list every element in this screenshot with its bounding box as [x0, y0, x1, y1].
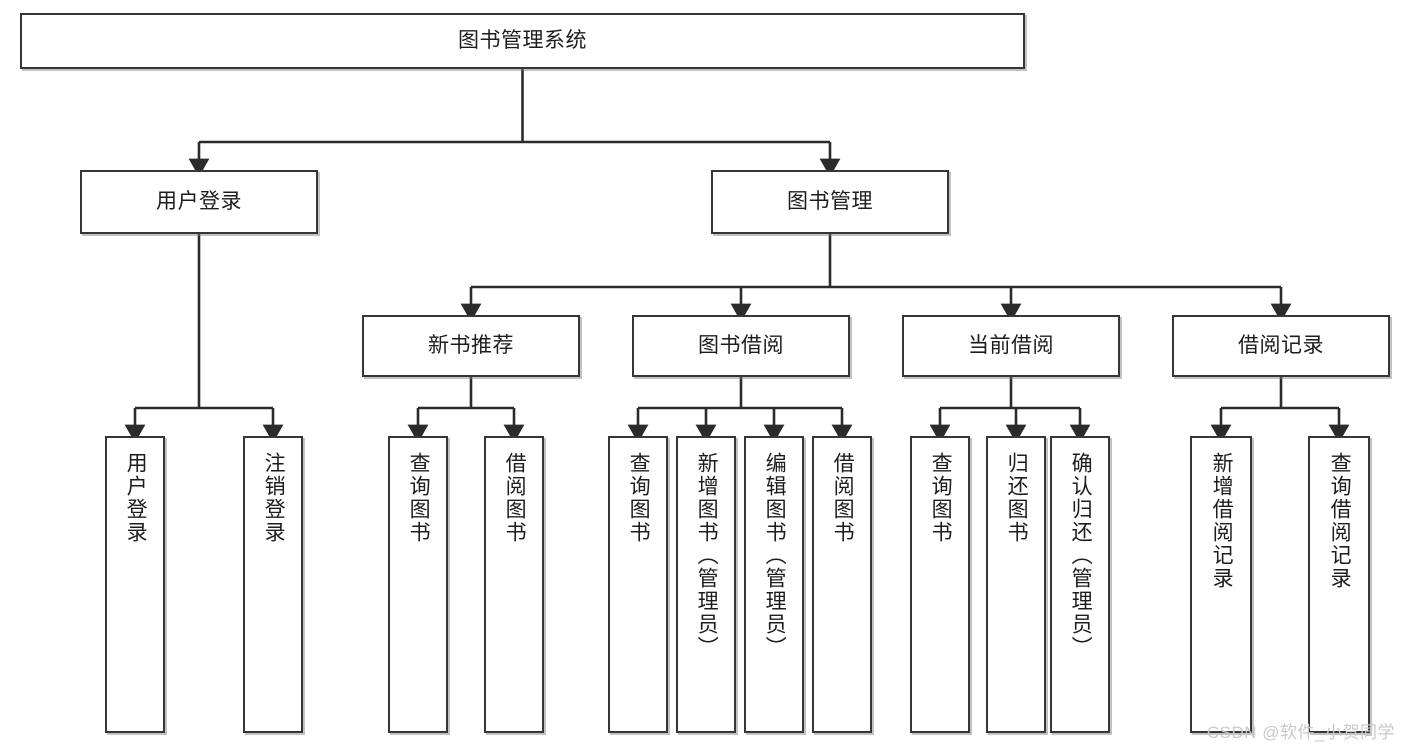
node-borrow-record[interactable]: 借阅记录 — [1172, 315, 1390, 377]
node-label: 借阅记录 — [1238, 334, 1324, 358]
node-current-borrow[interactable]: 当前借阅 — [902, 315, 1120, 377]
node-book-manage[interactable]: 图书管理 — [711, 170, 949, 234]
node-leaf-borrow-book-1[interactable]: 借阅图书 — [484, 436, 544, 733]
node-label: 图书管理 — [787, 190, 873, 214]
node-leaf-edit-book[interactable]: 编辑图书（管理员） — [744, 436, 804, 733]
node-label: 编辑图书（管理员） — [763, 452, 787, 659]
node-label: 图书借阅 — [698, 334, 784, 358]
node-label: 查询图书 — [407, 452, 431, 544]
node-leaf-user-login[interactable]: 用户登录 — [105, 436, 165, 733]
node-leaf-add-book[interactable]: 新增图书（管理员） — [676, 436, 736, 733]
node-label: 新书推荐 — [428, 334, 514, 358]
node-user-login[interactable]: 用户登录 — [80, 170, 318, 234]
node-leaf-confirm-return[interactable]: 确认归还（管理员） — [1050, 436, 1110, 733]
node-leaf-query-record[interactable]: 查询借阅记录 — [1308, 436, 1370, 733]
node-label: 借阅图书 — [831, 452, 855, 544]
node-label: 新增借阅记录 — [1210, 452, 1234, 590]
node-label: 确认归还（管理员） — [1069, 452, 1093, 659]
node-label: 归还图书 — [1005, 452, 1029, 544]
node-label: 新增图书（管理员） — [695, 452, 719, 659]
node-book-borrow[interactable]: 图书借阅 — [632, 315, 850, 377]
node-leaf-query-book-1[interactable]: 查询图书 — [388, 436, 448, 733]
node-label: 图书管理系统 — [458, 29, 587, 53]
node-label: 用户登录 — [156, 190, 242, 214]
node-label: 借阅图书 — [503, 452, 527, 544]
node-leaf-return-book[interactable]: 归还图书 — [986, 436, 1046, 733]
node-label: 用户登录 — [124, 452, 148, 544]
node-label: 查询借阅记录 — [1328, 452, 1352, 590]
node-leaf-add-record[interactable]: 新增借阅记录 — [1190, 436, 1252, 733]
node-leaf-logout[interactable]: 注销登录 — [243, 436, 303, 733]
node-leaf-query-book-2[interactable]: 查询图书 — [608, 436, 668, 733]
node-label: 注销登录 — [262, 452, 286, 544]
node-label: 查询图书 — [929, 452, 953, 544]
node-leaf-query-book-3[interactable]: 查询图书 — [910, 436, 970, 733]
node-new-book-rec[interactable]: 新书推荐 — [362, 315, 580, 377]
node-leaf-borrow-book-2[interactable]: 借阅图书 — [812, 436, 872, 733]
node-label: 当前借阅 — [968, 334, 1054, 358]
node-label: 查询图书 — [627, 452, 651, 544]
node-root[interactable]: 图书管理系统 — [20, 13, 1025, 69]
